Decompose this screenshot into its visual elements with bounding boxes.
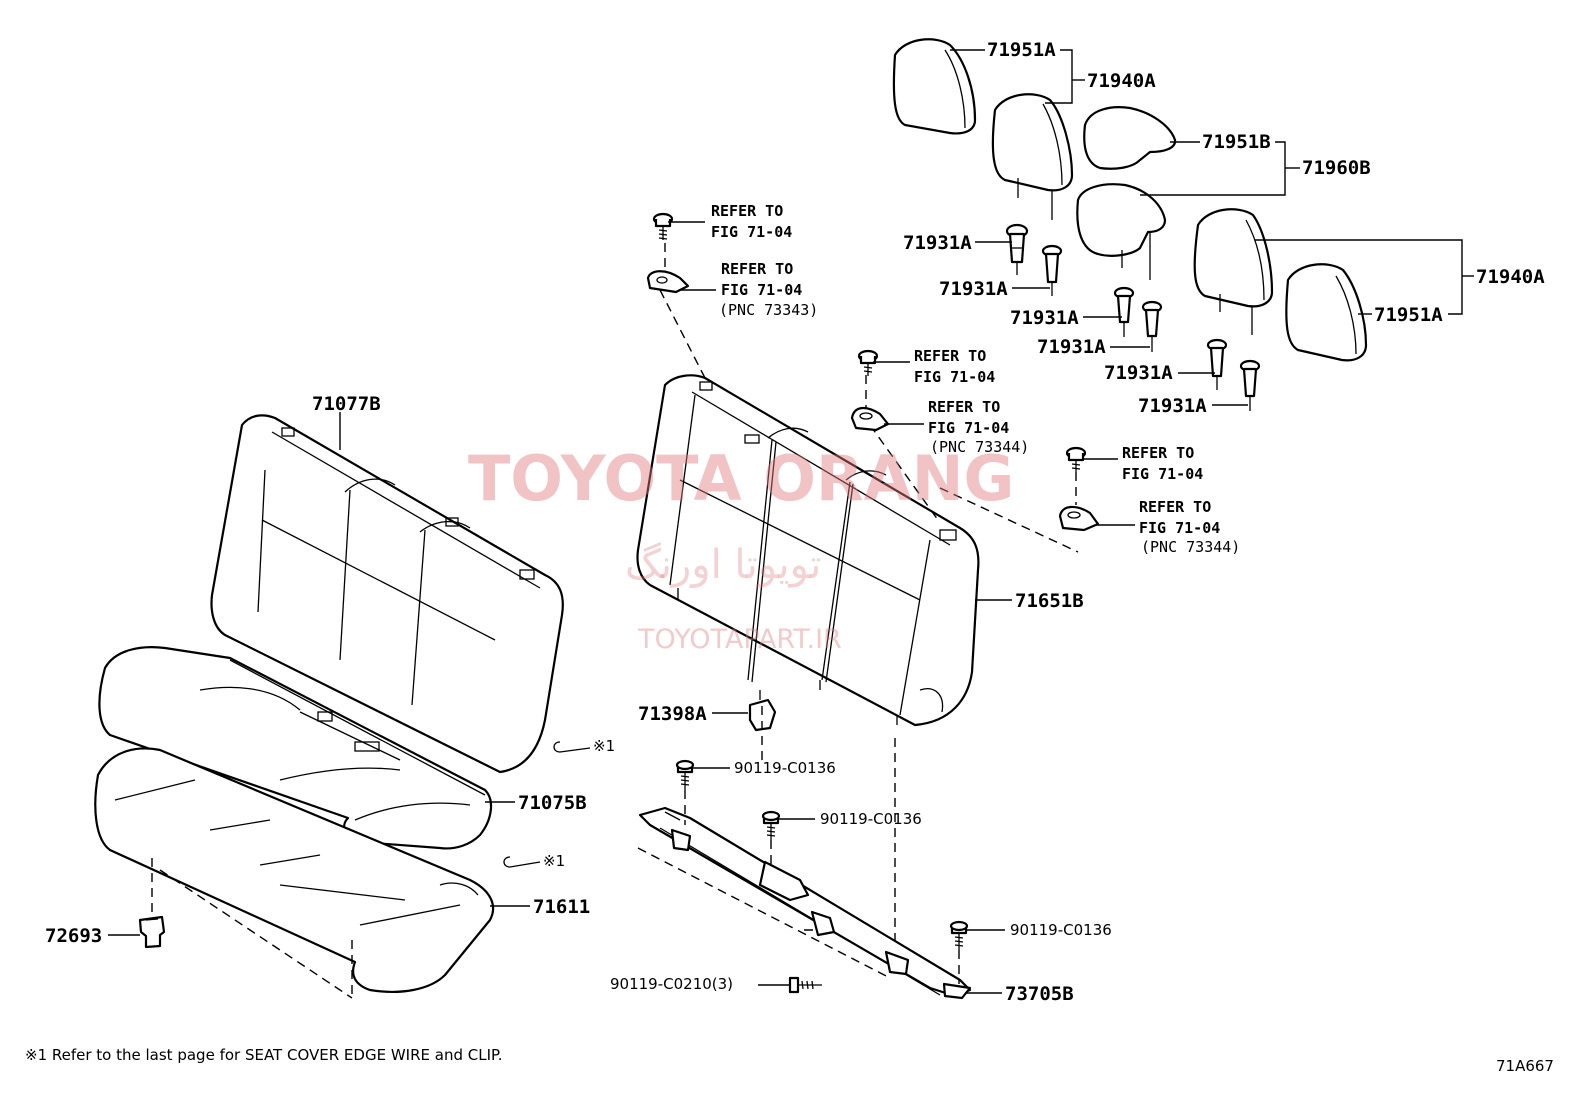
bolt-90119-c0136-2	[761, 810, 781, 840]
bracket-refer-6	[1058, 505, 1100, 532]
seat-cushion-71075b	[98, 646, 493, 850]
label-71931a-4: 71931A	[1037, 336, 1106, 358]
label-71940a-top: 71940A	[1087, 70, 1156, 92]
bracket-refer-4	[850, 407, 890, 432]
label-71398a: 71398A	[638, 703, 707, 725]
label-71951b: 71951B	[1202, 131, 1271, 153]
bolt-90119-c0136-1	[675, 759, 695, 790]
refer-6-line1: REFER TO	[1139, 498, 1211, 516]
support-71931a-3	[1113, 286, 1135, 337]
bolt-refer-5	[1065, 446, 1087, 472]
seat-frame-73705b	[638, 806, 972, 1000]
refer-2-line2: FIG 71-04	[721, 281, 802, 299]
watermark: TOYOTA ORANG تویوتا اورنگ TOYOTAPART.IR	[468, 442, 1014, 655]
label-71077b: 71077B	[312, 393, 381, 415]
bracket-top-refer-2	[646, 270, 690, 294]
refer-4-line2: FIG 71-04	[928, 419, 1009, 437]
refer-4-line1: REFER TO	[928, 398, 1000, 416]
headrest-cover-71951a-right	[1285, 263, 1368, 362]
label-90119-c0136-3: 90119-C0136	[1010, 921, 1112, 939]
support-71931a-6	[1239, 359, 1261, 411]
label-73705b: 73705B	[1005, 983, 1074, 1005]
label-71611: 71611	[533, 896, 590, 918]
seat-back-pad-71651b	[636, 374, 980, 727]
refer-4-pnc: (PNC 73344)	[930, 438, 1029, 456]
headrest-71940a-right	[1193, 208, 1274, 335]
label-71931a-5: 71931A	[1104, 362, 1173, 384]
label-71931a-6: 71931A	[1138, 395, 1207, 417]
label-71931a-2: 71931A	[939, 278, 1008, 300]
support-71931a-5	[1206, 338, 1228, 390]
footnote: ※1 Refer to the last page for SEAT COVER…	[25, 1046, 502, 1064]
bolt-90119-c0136-3	[949, 920, 969, 950]
label-90119-c0136-1: 90119-C0136	[734, 759, 836, 777]
support-71931a-4	[1141, 300, 1163, 352]
label-71931a-3: 71931A	[1010, 307, 1079, 329]
refer-5-line1: REFER TO	[1122, 444, 1194, 462]
label-90119-c0136-2: 90119-C0136	[820, 810, 922, 828]
watermark-site: TOYOTAPART.IR	[637, 624, 842, 655]
headrest-cover-71951a-top	[892, 38, 977, 135]
watermark-title: TOYOTA ORANG	[468, 442, 1014, 515]
refer-6-line2: FIG 71-04	[1139, 519, 1220, 537]
refer-2-pnc: (PNC 73343)	[719, 301, 818, 319]
bolt-90119-c0210	[788, 976, 822, 994]
edge-wire-clip-2	[503, 856, 541, 868]
leader-lines	[108, 49, 1474, 994]
cushion-pad-71611	[94, 747, 495, 993]
label-71931a-1: 71931A	[903, 232, 972, 254]
headrest-cover-71951b	[1083, 106, 1177, 170]
clip-72693	[138, 915, 166, 949]
refer-2-line1: REFER TO	[721, 260, 793, 278]
headrest-71960b	[1076, 183, 1167, 280]
support-71931a-1	[1005, 223, 1029, 275]
label-71075b: 71075B	[518, 792, 587, 814]
bolt-top-refer-1	[652, 212, 674, 240]
headrest-71940a-top	[991, 93, 1074, 220]
label-71940a-right: 71940A	[1476, 266, 1545, 288]
clip-marker-1: ※1	[593, 737, 615, 755]
refer-3-line1: REFER TO	[914, 347, 986, 365]
label-72693: 72693	[45, 925, 102, 947]
refer-5-line2: FIG 71-04	[1122, 465, 1203, 483]
label-71951a-top: 71951A	[987, 39, 1056, 61]
clip-marker-2: ※1	[543, 852, 565, 870]
label-90119-c0210: 90119-C0210(3)	[610, 975, 733, 993]
label-71960b: 71960B	[1302, 157, 1371, 179]
edge-wire-clip-1	[553, 741, 591, 753]
label-71651b: 71651B	[1015, 590, 1084, 612]
refer-1-line1: REFER TO	[711, 202, 783, 220]
figure-code: 71A667	[1496, 1057, 1554, 1075]
support-71931a-2	[1041, 244, 1063, 296]
refer-1-line2: FIG 71-04	[711, 223, 792, 241]
watermark-persian: تویوتا اورنگ	[625, 542, 821, 588]
label-71951a-right: 71951A	[1374, 304, 1443, 326]
refer-6-pnc: (PNC 73344)	[1141, 538, 1240, 556]
seat-back-71077b	[210, 414, 564, 774]
bolt-refer-3	[857, 349, 879, 376]
refer-3-line2: FIG 71-04	[914, 368, 995, 386]
